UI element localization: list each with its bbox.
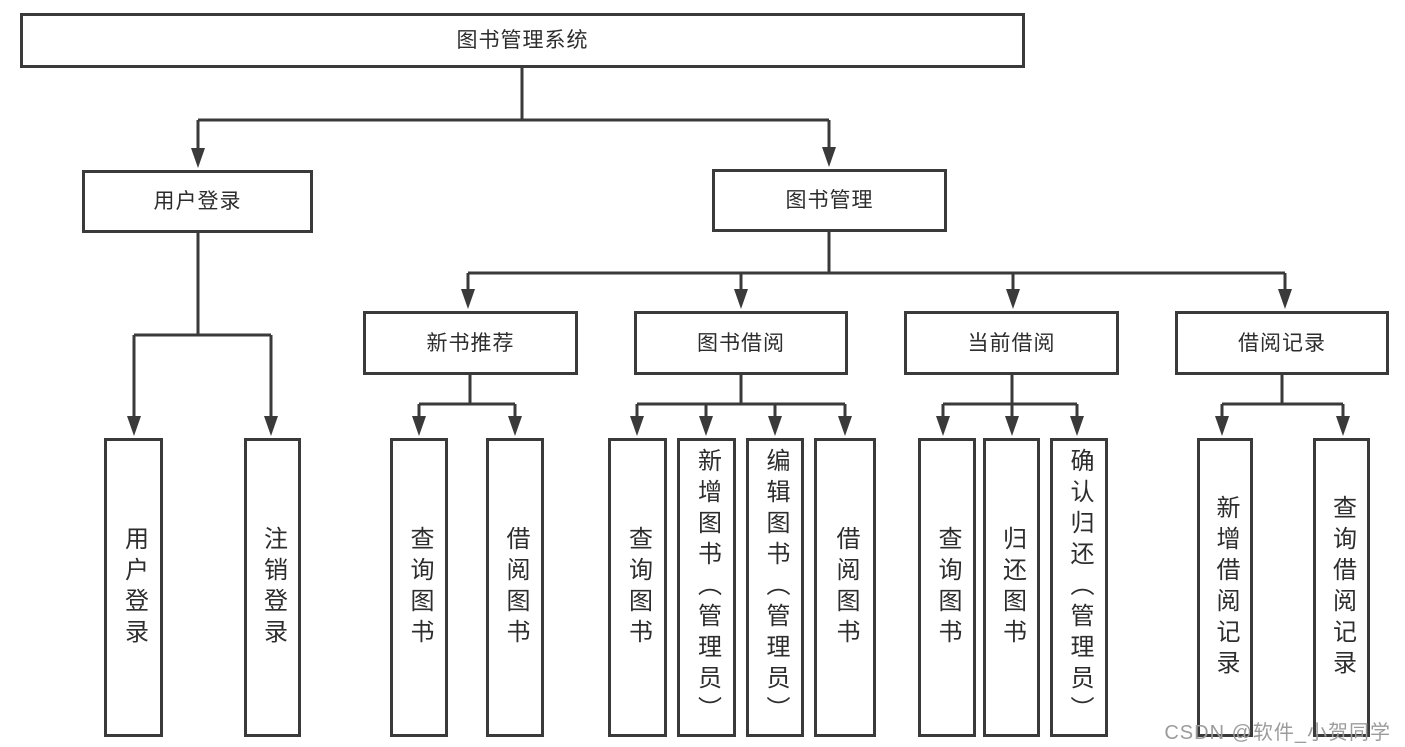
node-book-management: 图书管理 [712, 169, 947, 232]
leaf-label: 借阅图书 [832, 525, 859, 650]
leaf-label: 新增图书（管理员） [693, 448, 721, 727]
node-borrow-records: 借阅记录 [1175, 311, 1389, 375]
node-new-book-recommend: 新书推荐 [363, 311, 578, 375]
leaf-confirm-return-admin: 确认归还（管理员） [1050, 438, 1108, 737]
leaf-query-books-borrow: 查询图书 [608, 438, 667, 737]
node-book-borrow: 图书借阅 [634, 311, 848, 375]
leaf-add-books-admin: 新增图书（管理员） [677, 438, 736, 737]
node-library-system: 图书管理系统 [20, 13, 1025, 68]
leaf-label: 归还图书 [998, 525, 1026, 650]
leaf-label: 新增借阅记录 [1212, 494, 1239, 681]
leaf-label: 查询图书 [406, 525, 433, 650]
leaf-label: 查询图书 [934, 525, 961, 650]
leaf-label: 注销登录 [259, 525, 287, 650]
leaf-label: 确认归还（管理员） [1066, 448, 1093, 727]
leaf-logout: 注销登录 [244, 438, 301, 737]
leaf-borrow-books-recommend: 借阅图书 [486, 438, 544, 737]
leaf-query-books-recommend: 查询图书 [390, 438, 448, 737]
leaf-query-books-current: 查询图书 [918, 438, 976, 737]
leaf-label: 用户登录 [120, 525, 148, 650]
leaf-borrow-books: 借阅图书 [814, 438, 876, 737]
leaf-label: 借阅图书 [502, 525, 529, 650]
leaf-user-login: 用户登录 [104, 438, 163, 737]
leaf-label: 查询借阅记录 [1328, 494, 1356, 681]
node-current-borrow: 当前借阅 [904, 311, 1119, 375]
leaf-label: 编辑图书（管理员） [762, 448, 789, 727]
leaf-add-borrow-record: 新增借阅记录 [1197, 438, 1253, 737]
leaf-label: 查询图书 [624, 525, 652, 650]
leaf-edit-books-admin: 编辑图书（管理员） [746, 438, 804, 737]
node-user-login: 用户登录 [82, 170, 313, 233]
leaf-query-borrow-record: 查询借阅记录 [1313, 438, 1370, 737]
leaf-return-books: 归还图书 [983, 438, 1040, 737]
watermark: CSDN @软件_小贺同学 [1164, 722, 1391, 744]
